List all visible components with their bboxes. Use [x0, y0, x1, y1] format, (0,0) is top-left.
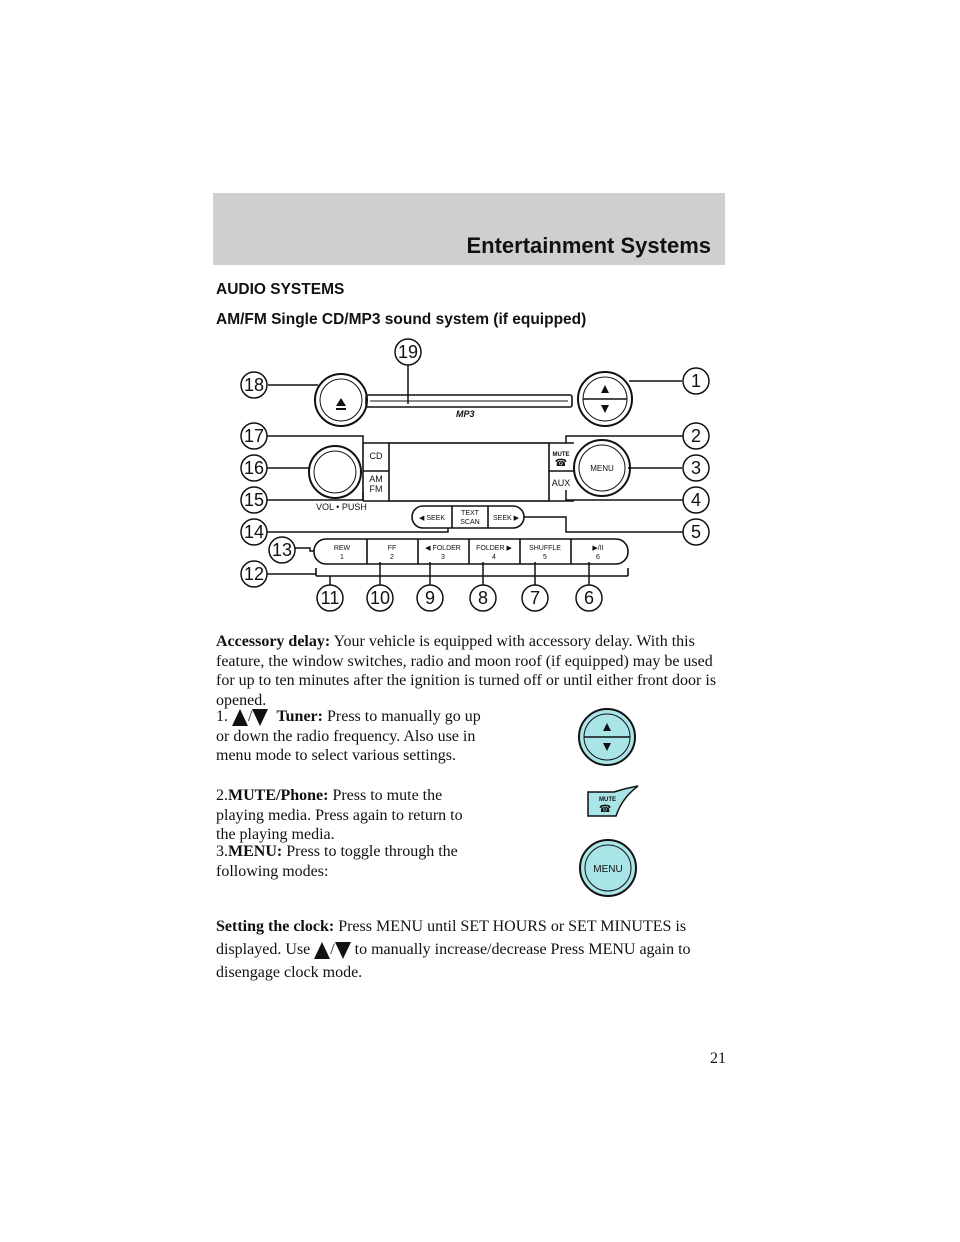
tuner-button: [577, 371, 633, 427]
menu-button-illustration: MENU: [579, 839, 637, 897]
header-title: Entertainment Systems: [466, 233, 711, 258]
clock-slash: /: [330, 941, 335, 958]
section-subheading: AM/FM Single CD/MP3 sound system (if equ…: [216, 311, 587, 328]
callout-17: 17: [244, 426, 264, 446]
preset-4-label: FOLDER ▶: [476, 545, 512, 552]
callout-18: 18: [244, 375, 264, 395]
item-2-label: MUTE/Phone:: [228, 787, 329, 804]
callout-4: 4: [691, 490, 701, 510]
display-area: [388, 442, 550, 502]
clock-paragraph: Setting the clock: Press MENU until SET …: [216, 915, 726, 984]
callout-3: 3: [691, 458, 701, 478]
callout-14: 14: [244, 522, 264, 542]
callout-7: 7: [530, 588, 540, 608]
callout-19: 19: [398, 342, 418, 362]
fm-label: FM: [370, 484, 383, 494]
item-2-text: Press to mute the playing media. Press a…: [216, 787, 463, 843]
preset-2-number: 2: [390, 554, 394, 561]
header-band: Entertainment Systems: [213, 193, 725, 265]
seek-right-label: SEEK ▶: [493, 515, 520, 522]
item-1-text: Press to manually go up or down the radi…: [216, 708, 481, 764]
callout-5: 5: [691, 522, 701, 542]
accessory-delay-text: Your vehicle is equipped with accessory …: [216, 633, 717, 709]
preset-6-number: 6: [596, 554, 600, 561]
volume-knob: [308, 445, 362, 499]
text-label: TEXT: [461, 510, 480, 517]
arrow-up-icon: [232, 708, 248, 726]
preset-3-number: 3: [441, 554, 445, 561]
callout-15: 15: [244, 490, 264, 510]
tuner-button-illustration: [578, 708, 636, 766]
callout-8: 8: [478, 588, 488, 608]
item-3-text: Press to toggle through the following mo…: [216, 843, 458, 880]
callout-11: 11: [321, 588, 340, 608]
vol-label: VOL • PUSH: [316, 502, 367, 512]
preset-4-number: 4: [492, 554, 496, 561]
item-1-number: 1.: [216, 708, 228, 725]
callout-13: 13: [272, 540, 292, 560]
page-number: 21: [710, 1050, 726, 1067]
menu-label: MENU: [590, 464, 614, 473]
preset-1-label: REW: [334, 545, 351, 552]
callout-6: 6: [584, 588, 594, 608]
clock-text-1: Press MENU until SET HOURS or SET MINUTE…: [216, 918, 687, 958]
mute-button-illustration: MUTE ☎: [587, 785, 639, 817]
preset-3-label: ◀ FOLDER: [425, 545, 461, 552]
clock-label: Setting the clock:: [216, 918, 335, 935]
item-mute: 2.MUTE/Phone: Press to mute the playing …: [216, 786, 486, 845]
item-3-label: MENU:: [228, 843, 283, 860]
callout-2: 2: [691, 426, 701, 446]
seek-left-label: ◀ SEEK: [419, 515, 445, 522]
preset-5-number: 5: [543, 554, 547, 561]
am-label: AM: [369, 474, 383, 484]
cd-label: CD: [370, 451, 383, 461]
preset-1-number: 1: [340, 554, 344, 561]
scan-label: SCAN: [460, 519, 479, 526]
item-2-number: 2.: [216, 787, 228, 804]
callout-9: 9: [425, 588, 435, 608]
eject-button: [314, 373, 368, 427]
menu-icon-label: MENU: [593, 864, 622, 875]
clock-text-2: to manually increase/decrease Press MENU…: [216, 941, 691, 981]
callout-1: 1: [691, 371, 701, 391]
accessory-delay-paragraph: Accessory delay: Your vehicle is equippe…: [216, 632, 726, 710]
callout-10: 10: [370, 588, 390, 608]
aux-label: AUX: [552, 478, 571, 488]
section-heading: AUDIO SYSTEMS: [216, 281, 345, 298]
phone-icon: ☎: [599, 804, 611, 815]
tuner-down-icon: [601, 405, 609, 413]
arrow-down-icon: [334, 941, 351, 959]
tuner-up-icon: [601, 385, 609, 393]
arrow-down-icon: [252, 708, 269, 726]
arrow-up-icon: [314, 941, 331, 959]
preset-5-label: SHUFFLE: [529, 545, 561, 552]
item-1-label: Tuner:: [276, 708, 323, 725]
callout-16: 16: [244, 458, 264, 478]
preset-bar: [313, 538, 629, 565]
item-tuner: 1. / Tuner: Press to manually go up or d…: [216, 707, 486, 766]
mute-icon-label: MUTE: [599, 797, 616, 803]
radio-diagram: 19 18 1 17 2 16 3 15 4 14 5 13 12 11 10 …: [240, 338, 710, 612]
phone-icon: ☎: [555, 458, 567, 469]
mute-label: MUTE: [553, 452, 570, 458]
callout-12: 12: [244, 564, 264, 584]
preset-2-label: FF: [388, 545, 397, 552]
eject-icon: [336, 398, 346, 406]
accessory-delay-label: Accessory delay:: [216, 633, 331, 650]
preset-6-label: ▶/II: [592, 545, 603, 552]
mp3-logo: MP3: [456, 409, 475, 419]
item-menu: 3.MENU: Press to toggle through the foll…: [216, 842, 486, 881]
item-3-number: 3.: [216, 843, 228, 860]
item-1-slash: /: [248, 708, 253, 725]
